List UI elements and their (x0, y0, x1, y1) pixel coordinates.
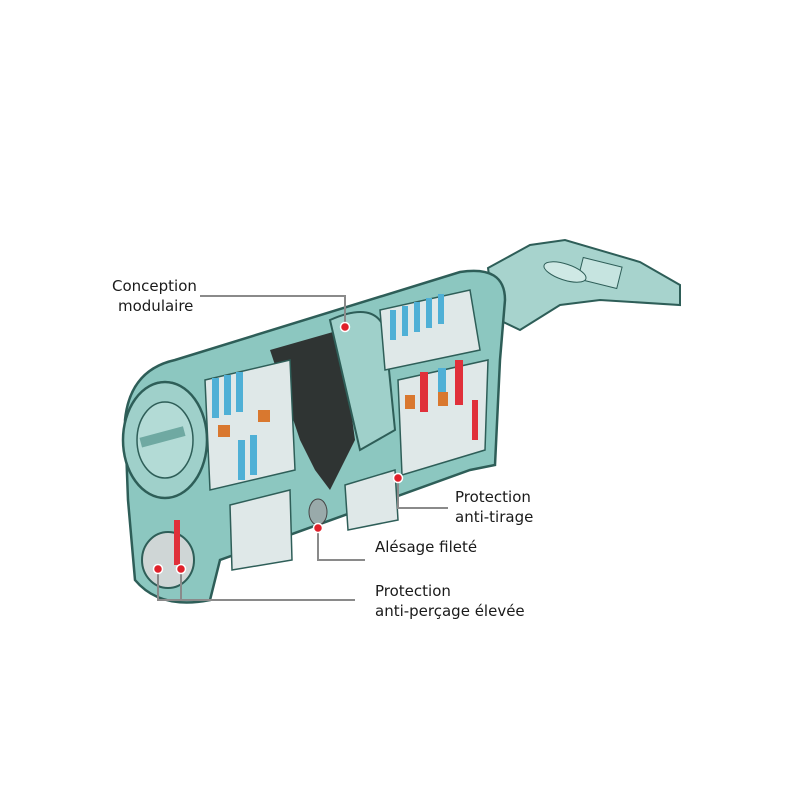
label-line: modulaire (118, 297, 194, 315)
markers (152, 321, 404, 575)
label-anti-pull: Protection anti-tirage (455, 487, 533, 527)
label-threaded-bore: Alésage fileté (375, 538, 478, 556)
marker-threaded-bore (312, 522, 324, 534)
marker-anti-drill-1 (152, 563, 164, 575)
label-line: anti-tirage (455, 508, 534, 526)
key (486, 238, 681, 332)
leader-lines (157, 295, 448, 601)
label-line: Protection (455, 488, 531, 506)
marker-modular (339, 321, 351, 333)
label-anti-drill: Protection anti-perçage élevée (375, 581, 525, 621)
label-line: Conception (112, 277, 197, 295)
label-line: Protection (375, 582, 451, 600)
marker-anti-pull (392, 472, 404, 484)
label-line: anti-perçage élevée (375, 602, 525, 620)
pins (174, 294, 478, 565)
marker-anti-drill-2 (175, 563, 187, 575)
label-modular-design: Conception modulaire (112, 276, 197, 316)
